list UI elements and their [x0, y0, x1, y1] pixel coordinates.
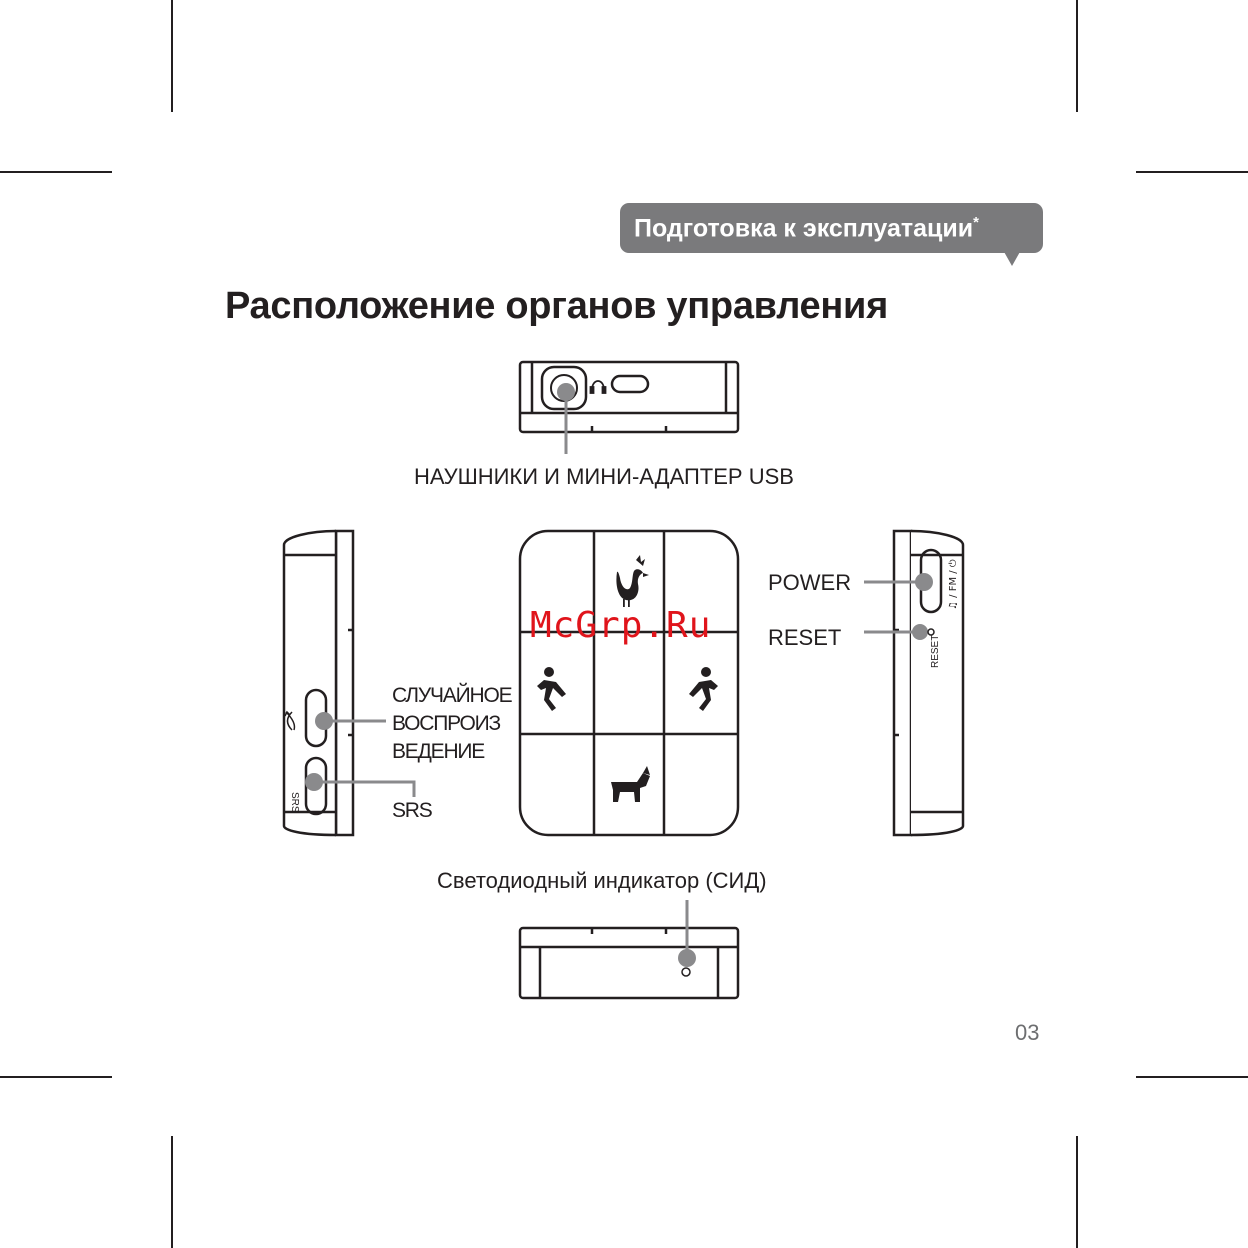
power-label: POWER: [768, 570, 851, 596]
headphones-label: НАУШНИКИ И МИНИ-АДАПТЕР USB: [414, 464, 794, 490]
mode-switch-device-print: ♫ / FM / ⏻: [948, 559, 959, 610]
shuffle-label-line: ВОСПРОИЗ: [392, 710, 511, 738]
page-number: 03: [1015, 1020, 1039, 1046]
device-bottom-view: [520, 928, 738, 998]
led-label: Светодиодный индикатор (СИД): [437, 868, 767, 894]
srs-label: SRS: [392, 797, 432, 825]
reset-label: RESET: [768, 625, 841, 651]
watermark: McGrp.Ru: [530, 605, 711, 646]
device-top-view: [520, 362, 738, 432]
shuffle-label-line: СЛУЧАЙНОЕ: [392, 682, 511, 710]
shuffle-label-line: ВЕДЕНИЕ: [392, 738, 511, 766]
shuffle-label: СЛУЧАЙНОЕ ВОСПРОИЗ ВЕДЕНИЕ: [392, 682, 511, 766]
reset-device-print: RESET: [930, 635, 941, 668]
srs-device-print: SRS: [289, 792, 300, 813]
